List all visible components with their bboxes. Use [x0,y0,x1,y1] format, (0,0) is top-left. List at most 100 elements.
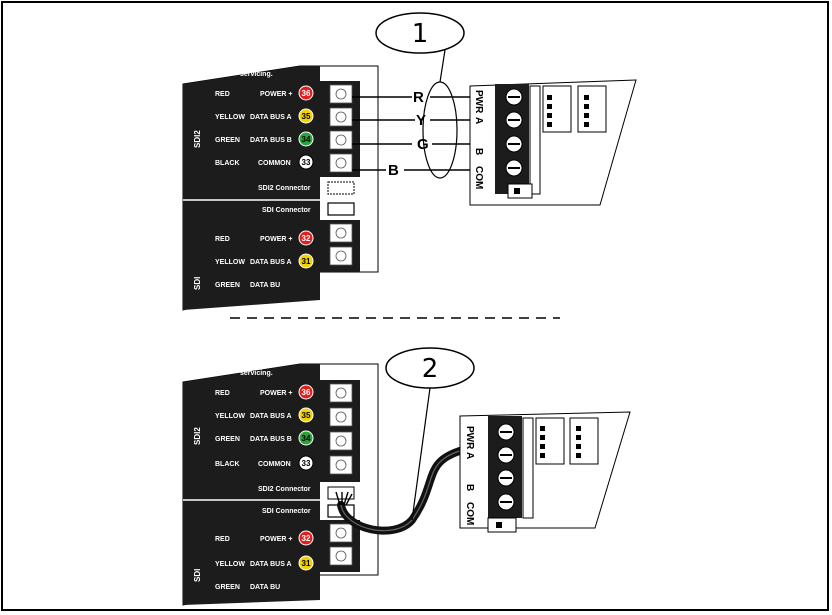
svg-text:35: 35 [302,411,311,420]
svg-text:DATA BUS A: DATA BUS A [250,259,292,266]
terminal-number-badge [298,384,314,400]
terminal-number-badge [298,131,314,147]
svg-text:POWER +: POWER + [260,536,292,543]
terminal-number-badge [298,530,314,546]
sdi2-connector [327,181,355,195]
sdi-row-green: GREEN DATA BU [215,282,280,289]
panel-header: servicing. [240,71,273,78]
sdi2-row-green: GREEN DATA BUS B 34 [215,131,314,147]
svg-text:SDI Connector: SDI Connector [262,508,311,515]
terminal-function-label: POWER + [260,91,292,98]
svg-text:COMMON: COMMON [258,461,291,468]
sdi-group-label: SDI [193,277,202,290]
terminal-number-badge [298,108,314,124]
svg-text:DATA BUS A: DATA BUS A [250,413,292,420]
svg-text:DATA BU: DATA BU [250,282,280,289]
svg-text:34: 34 [302,434,311,443]
sdi2-group-label: SDI2 [193,130,202,148]
panel-black-area [183,66,320,310]
sdi-terminal-screws [329,223,353,266]
terminal-number-badge [298,430,314,446]
svg-text:YELLOW: YELLOW [215,413,245,420]
sdi-connector-label: SDI Connector [262,207,311,214]
terminal-number-badge [298,85,314,101]
sdi2-row-red: RED POWER + 36 [215,85,314,101]
callout-1-bubble [375,12,465,54]
wire-letter-g: G [417,136,429,153]
wire-color-label: RED [215,91,230,98]
svg-text:31: 31 [302,257,311,266]
module-terminal-label-b: B [464,484,475,491]
module-terminal-label-a: A [473,117,484,124]
svg-text:DATA BU: DATA BU [250,584,280,591]
module-terminal-label-b: B [473,148,484,155]
module-header-2 [577,85,607,133]
terminal-screws [329,383,353,475]
svg-text:35: 35 [302,112,311,121]
wire-letter-r: R [413,89,424,106]
terminal-number-badge [298,555,314,571]
wire-color-label: YELLOW [215,114,245,121]
svg-text:GREEN: GREEN [215,282,240,289]
callout-2-bubble [385,347,475,389]
terminal-number-badge [298,154,314,170]
svg-text:RED: RED [215,236,230,243]
svg-text:SDI2 Connector: SDI2 Connector [258,486,311,493]
svg-text:POWER +: POWER + [260,236,292,243]
terminal-number-badge [298,253,314,269]
svg-text:YELLOW: YELLOW [215,561,245,568]
wire-letter-y: Y [416,112,426,129]
panel-black-area [183,364,320,605]
svg-text:32: 32 [302,234,311,243]
svg-text:GREEN: GREEN [215,436,240,443]
module-terminal-label-pwr: PWR [464,426,475,450]
figure-2: servicing. SDI2 RED POWER + 36 YELLOW DA… [182,347,631,606]
module-header-2 [569,417,599,465]
module-terminal-label-com: COM [464,502,475,525]
svg-text:YELLOW: YELLOW [215,259,245,266]
terminal-number-badge [298,230,314,246]
svg-text:RED: RED [215,536,230,543]
wire-color-label: GREEN [215,137,240,144]
svg-text:36: 36 [302,89,311,98]
svg-text:GREEN: GREEN [215,584,240,591]
svg-text:DATA BUS B: DATA BUS B [250,436,292,443]
svg-text:BLACK: BLACK [215,461,240,468]
svg-text:DATA BUS A: DATA BUS A [250,561,292,568]
svg-text:POWER +: POWER + [260,390,292,397]
terminal-function-label: COMMON [258,160,291,167]
module-terminal-label-pwr: PWR [473,90,484,114]
terminal-number-badge [298,455,314,471]
terminal-screws [329,84,353,173]
wire-letter-b: B [388,162,399,179]
callout-2-number: 2 [422,354,439,384]
sdi2-row-black: BLACK COMMON 33 [215,154,314,170]
wire-color-label: BLACK [215,160,240,167]
terminal-function-label: DATA BUS A [250,114,292,121]
module-terminal-label-a: A [464,452,475,459]
module-terminal-label-com: COM [473,166,484,189]
sdi2-group-label: SDI2 [193,427,202,445]
svg-text:33: 33 [302,158,311,167]
svg-text:RED: RED [215,390,230,397]
callout-1-number: 1 [412,19,429,49]
svg-text:32: 32 [302,534,311,543]
sdi-row-yellow: YELLOW DATA BUS A 31 [215,253,314,269]
module-screws [505,88,523,177]
sdi2-row-yellow: YELLOW DATA BUS A 35 [215,108,314,124]
sdi-group-label: SDI [193,569,202,582]
sdi-row-red: RED POWER + 32 [215,230,314,246]
panel-header: servicing. [240,370,273,377]
sdi-connector [327,202,355,216]
sdi2-connector-label: SDI2 Connector [258,185,311,192]
terminal-function-label: DATA BUS B [250,137,292,144]
terminal-number-badge [298,407,314,423]
svg-text:34: 34 [302,135,311,144]
sdi-terminal-screws [329,523,353,566]
svg-text:36: 36 [302,388,311,397]
svg-text:31: 31 [302,559,311,568]
svg-text:33: 33 [302,459,311,468]
figure-1: servicing. SDI2 RED POWER + 36 YELLOW DA… [182,12,637,311]
